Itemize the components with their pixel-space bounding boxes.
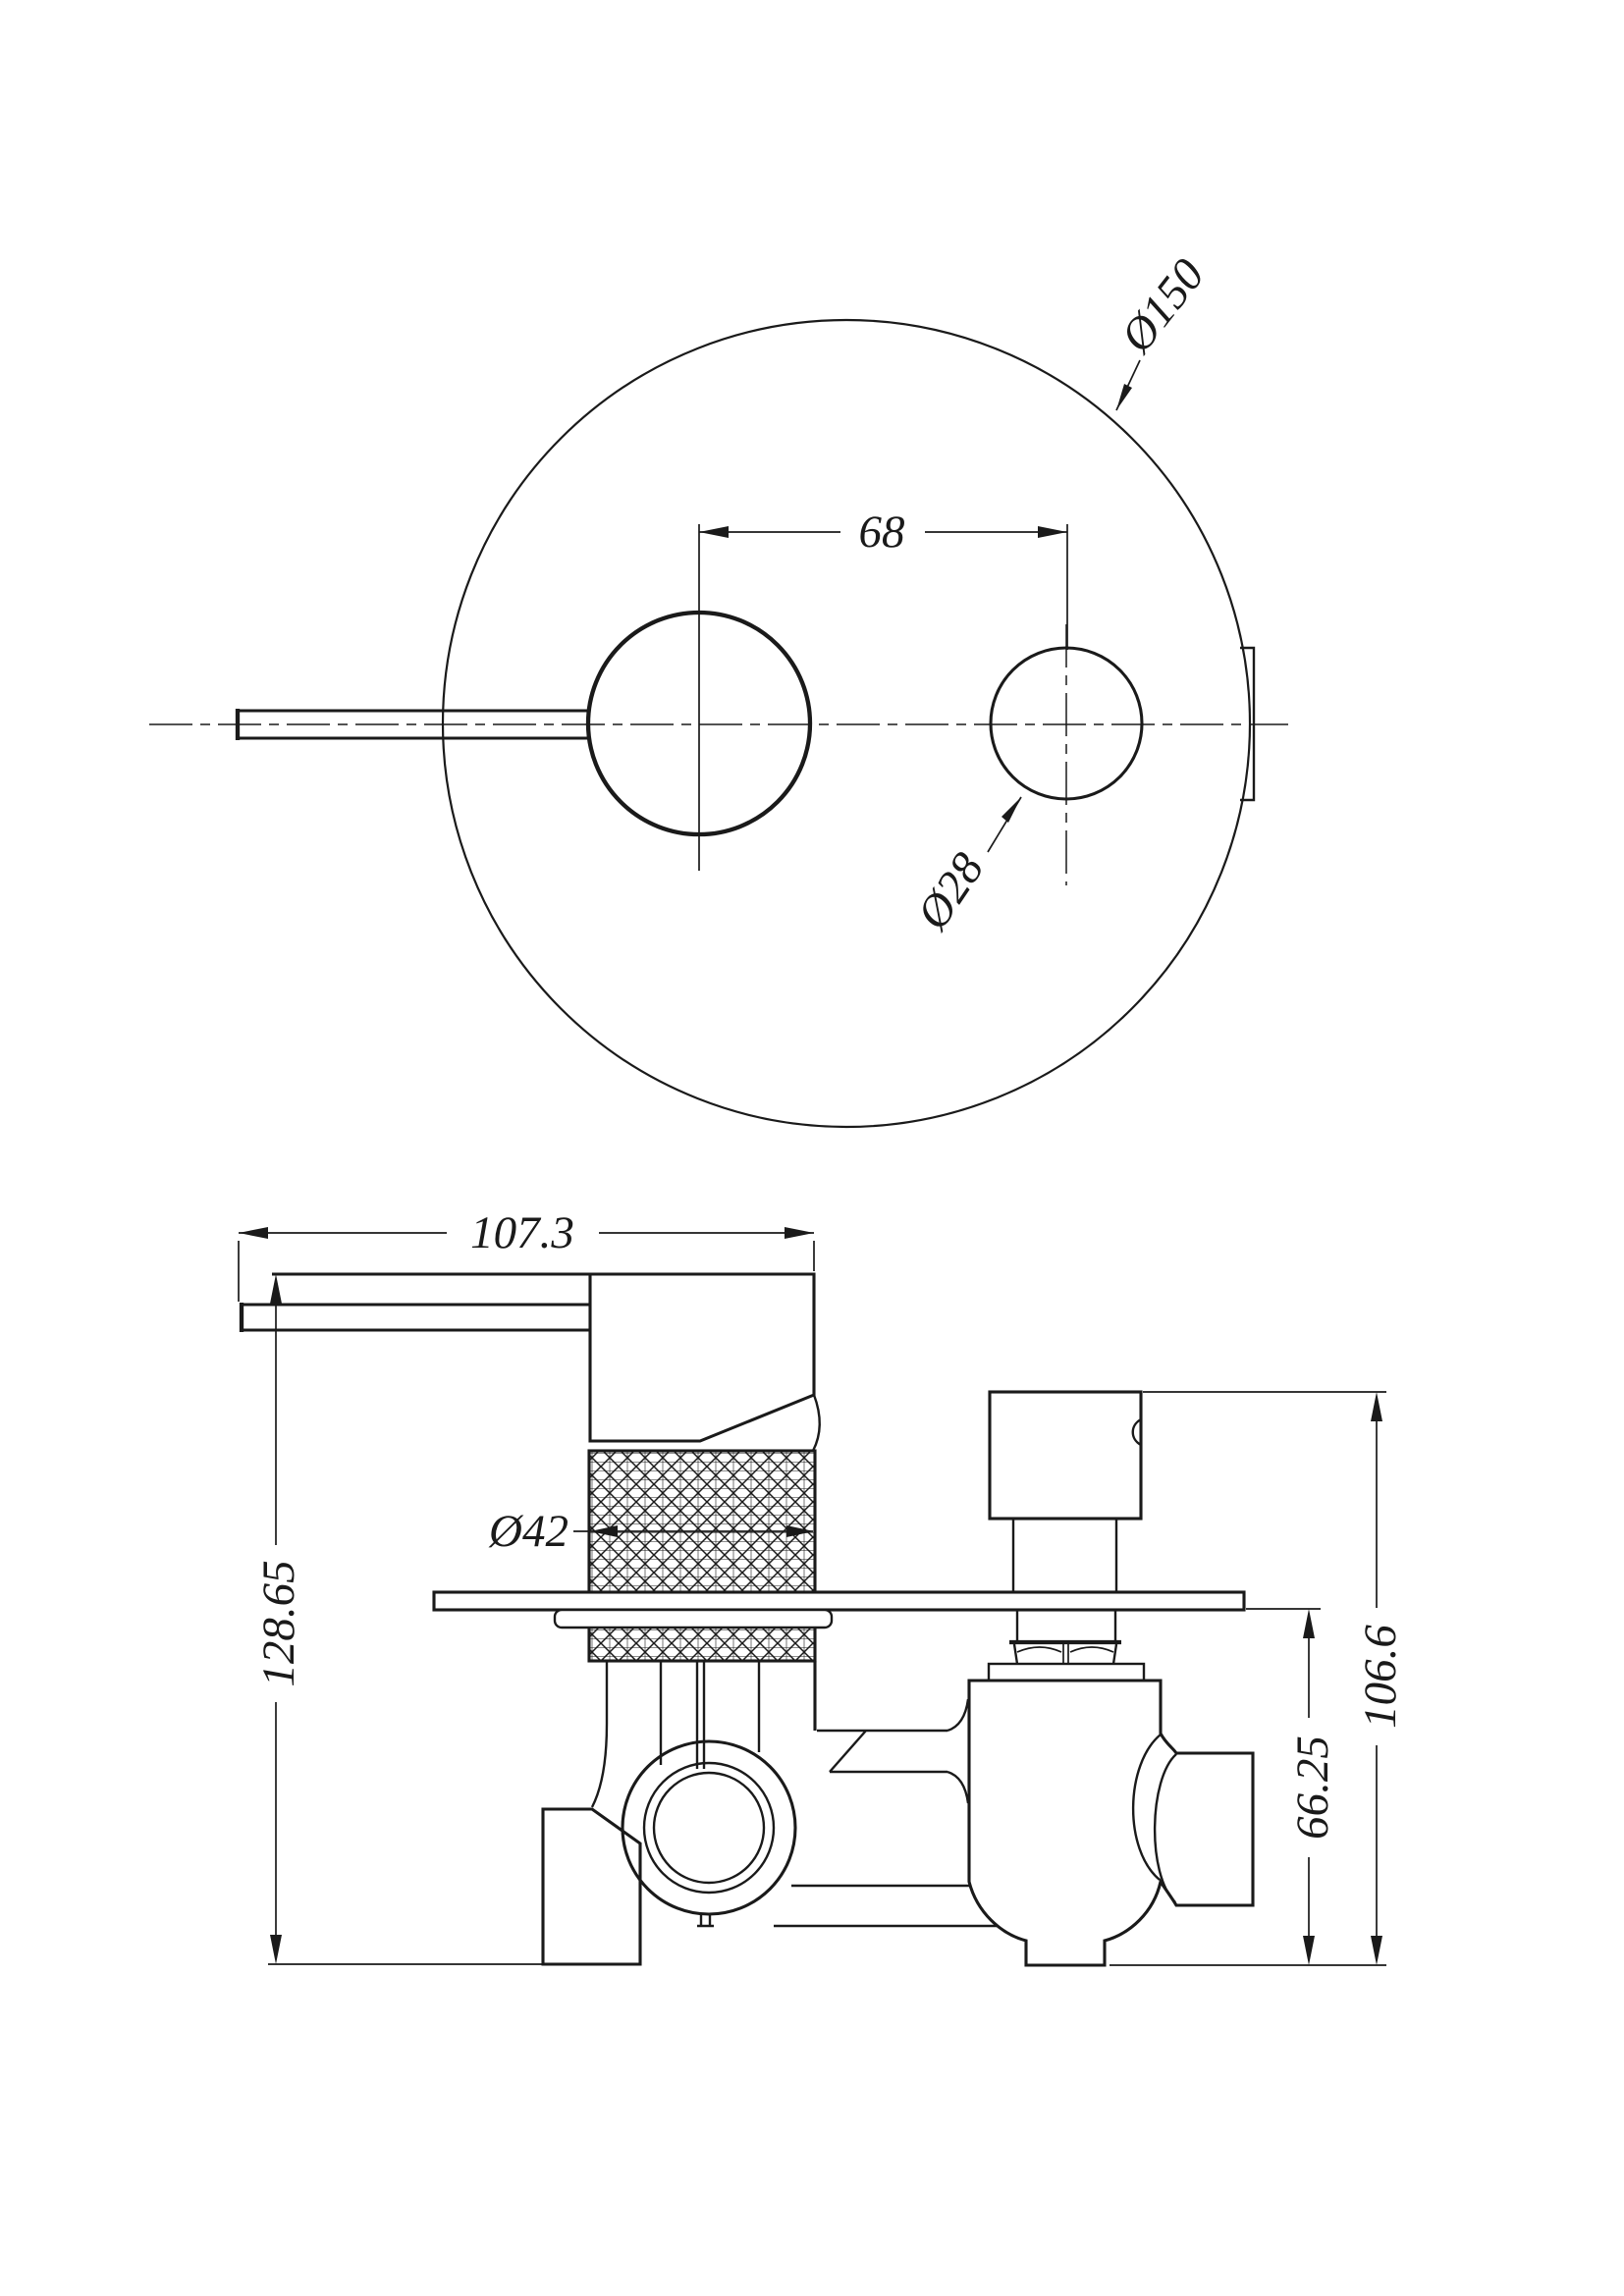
dim-center-spacing-label: 68 xyxy=(859,507,905,558)
dim-overall-height: 128.65 xyxy=(253,1274,543,1965)
diverter-body xyxy=(967,1679,1255,1967)
dim-knob-to-base-label: 106.6 xyxy=(1355,1625,1406,1729)
dim-plate-diameter: Ø150 xyxy=(1110,249,1215,411)
valve-inlet-boss xyxy=(621,1739,797,1916)
dim-overall-height-label: 128.65 xyxy=(253,1560,304,1686)
dim-diverter-diameter: Ø28 xyxy=(906,796,1022,939)
lever-handle-side xyxy=(239,1303,590,1332)
valve-bottom-stem xyxy=(697,1914,714,1928)
knurled-cartridge-collar xyxy=(587,1449,817,1663)
diverter-stem xyxy=(1011,1519,1118,1641)
diverter-knob-notch xyxy=(1131,1417,1142,1447)
diverter-assembly xyxy=(967,1390,1255,1967)
cartridge-stem-lines xyxy=(590,1661,817,1808)
collar-flange xyxy=(553,1608,834,1629)
diverter-hex-nut xyxy=(1009,1639,1121,1665)
dim-plate-to-base: 66.25 xyxy=(1110,1608,1386,1966)
dim-overall-width: 107.3 xyxy=(238,1207,815,1302)
dim-plate-diameter-label: Ø150 xyxy=(1110,249,1215,362)
mounting-tab xyxy=(1240,646,1256,802)
outlet-pipe-lower xyxy=(774,1884,1000,1928)
diverter-bonnet xyxy=(987,1662,1146,1682)
dim-cartridge-diameter: Ø42 xyxy=(488,1506,814,1557)
side-view: 107.3 128.65 Ø42 66.25 xyxy=(238,1207,1406,1967)
diverter-trim-circle xyxy=(989,646,1144,801)
supply-block-left xyxy=(541,1807,642,1966)
handle-body xyxy=(272,1272,821,1452)
cover-plate-circle xyxy=(441,318,1252,1129)
dim-plate-to-base-label: 66.25 xyxy=(1287,1735,1338,1840)
dim-cartridge-diameter-label: Ø42 xyxy=(488,1506,568,1557)
top-view: 68 Ø150 Ø28 xyxy=(149,249,1288,1129)
dim-knob-to-base: 106.6 xyxy=(1143,1391,1406,1965)
wall-plate-side xyxy=(432,1590,1246,1612)
dim-overall-width-label: 107.3 xyxy=(470,1207,574,1258)
diverter-knob xyxy=(988,1390,1143,1521)
dim-center-spacing: 68 xyxy=(698,507,1068,871)
outlet-pipe-upper xyxy=(817,1698,970,1804)
diverter-body-contour xyxy=(1131,1734,1177,1903)
lever-handle-top xyxy=(235,709,589,740)
dim-diverter-diameter-label: Ø28 xyxy=(906,844,994,939)
